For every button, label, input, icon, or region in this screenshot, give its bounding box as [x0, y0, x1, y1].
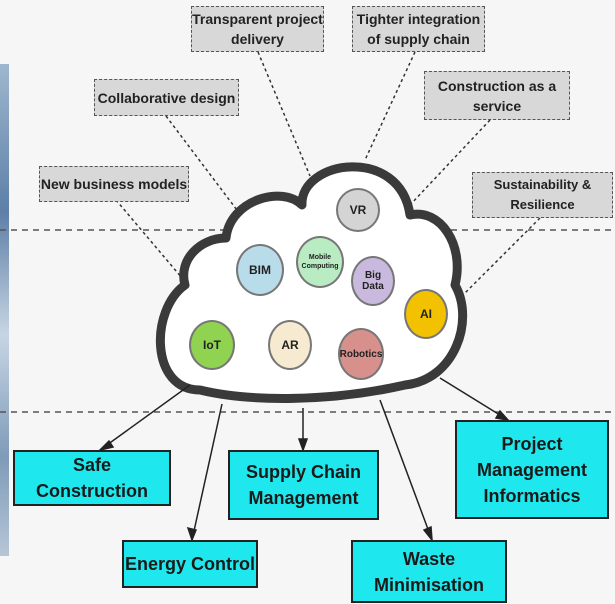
outcome-supply-chain-management: Supply Chain Management [228, 450, 379, 520]
arrow-energy [191, 403, 223, 541]
outcome-waste-minimisation: Waste Minimisation [351, 540, 507, 603]
tech-ai: AI [404, 289, 448, 339]
arrowhead-waste [422, 525, 433, 543]
arrow-waste [379, 399, 433, 541]
arrowhead-project [494, 409, 510, 422]
connector-collaborative [165, 115, 247, 223]
outcome-safe-construction: Safe Construction [13, 450, 171, 506]
driver-collaborative-design: Collaborative design [94, 79, 239, 116]
tech-vr: VR [336, 188, 380, 232]
tech-ar: AR [268, 320, 312, 370]
tech-mobile-computing: Mobile Computing [296, 236, 344, 288]
driver-transparent-delivery: Transparent project delivery [191, 6, 324, 52]
connector-caas [409, 119, 491, 206]
arrowhead-supply [297, 438, 309, 453]
driver-construction-as-service: Construction as a service [424, 71, 570, 120]
tech-bim: BIM [236, 244, 284, 296]
tech-iot: IoT [189, 320, 235, 370]
connector-new-business [115, 199, 183, 279]
outcome-project-management-informatics: Project Management Informatics [455, 420, 609, 519]
arrowhead-energy [186, 526, 198, 543]
connector-tighter [364, 51, 416, 161]
arrow-project [439, 377, 509, 421]
outcome-energy-control: Energy Control [122, 540, 258, 588]
background-photo-strip [0, 64, 9, 556]
connector-transparent [257, 51, 311, 177]
driver-new-business-models: New business models [39, 166, 189, 202]
arrow-safe [99, 384, 191, 451]
tech-robotics: Robotics [338, 328, 384, 380]
driver-sustainability-resilience: Sustainability & Resilience [472, 172, 613, 218]
arrowhead-safe [97, 439, 115, 452]
driver-supply-chain-integration: Tighter integration of supply chain [352, 6, 485, 52]
connector-sustainability [462, 217, 541, 296]
tech-big-data: Big Data [351, 256, 395, 306]
